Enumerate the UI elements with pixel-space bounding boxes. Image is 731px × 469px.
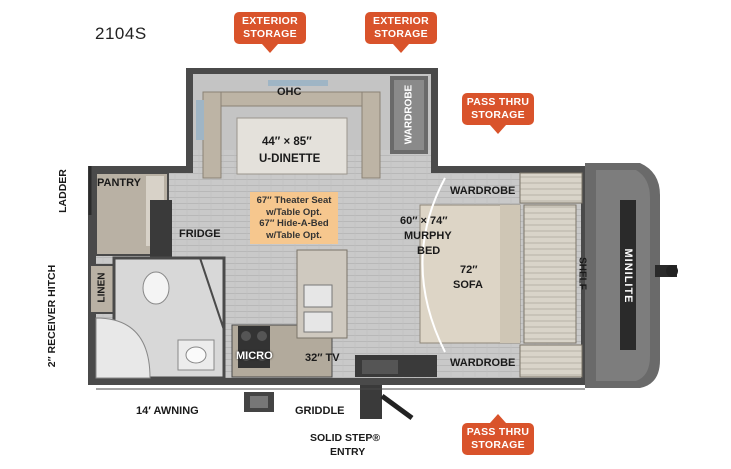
entry-step-label: SOLID STEP®	[310, 432, 381, 444]
brand-plate	[620, 200, 636, 350]
theater-seat-note: 67″ Theater Seat w/Table Opt. 67″ Hide-A…	[250, 192, 338, 244]
toilet	[142, 271, 170, 305]
murphy-arc	[421, 177, 446, 353]
entry-label: ENTRY	[330, 446, 366, 458]
murphy-label: MURPHY	[404, 230, 452, 242]
sofa-label: SOFA	[453, 279, 483, 291]
window-left	[196, 100, 204, 140]
dinette-table	[236, 117, 348, 175]
micro-label: MICRO	[236, 350, 273, 362]
front-wardrobe-top	[519, 172, 583, 204]
sofa-size-label: 72″	[460, 264, 478, 276]
griddle-label: GRIDDLE	[295, 405, 345, 417]
bed-label: BED	[417, 245, 441, 257]
model-number: 2104S	[95, 24, 147, 43]
dinette-bench-right	[361, 91, 381, 179]
kitchen-sink	[303, 284, 333, 308]
wardrobe-bottom-label: WARDROBE	[450, 357, 516, 369]
brand-label: MINILITE	[622, 248, 634, 304]
dinette-size-label: 44″ × 85″	[262, 136, 312, 148]
slide-wardrobe-label: WARDROBE	[403, 84, 415, 145]
murphy-size-label: 60″ × 74″	[400, 215, 448, 227]
awning-label: 14′ AWNING	[136, 405, 199, 417]
pantry-label: PANTRY	[97, 177, 141, 189]
receiver-hitch-label: 2″ RECEIVER HITCH	[46, 264, 58, 368]
ohc-label: OHC	[277, 86, 302, 98]
dinette-bench-left	[202, 91, 222, 179]
fridge-unit	[150, 200, 172, 258]
entry-door	[360, 385, 382, 419]
shower	[95, 317, 151, 379]
front-wardrobe-bottom	[519, 344, 583, 378]
window-top	[268, 80, 328, 86]
front-shelf	[523, 204, 577, 344]
wardrobe-top-label: WARDROBE	[450, 185, 516, 197]
ladder-label: LADDER	[57, 169, 69, 213]
tv-label: 32″ TV	[305, 352, 340, 364]
dinette-label: U-DINETTE	[259, 153, 321, 165]
shelf-label: SHELF	[576, 257, 588, 290]
fridge-label: FRIDGE	[179, 228, 221, 240]
linen-label: LINEN	[96, 272, 108, 303]
